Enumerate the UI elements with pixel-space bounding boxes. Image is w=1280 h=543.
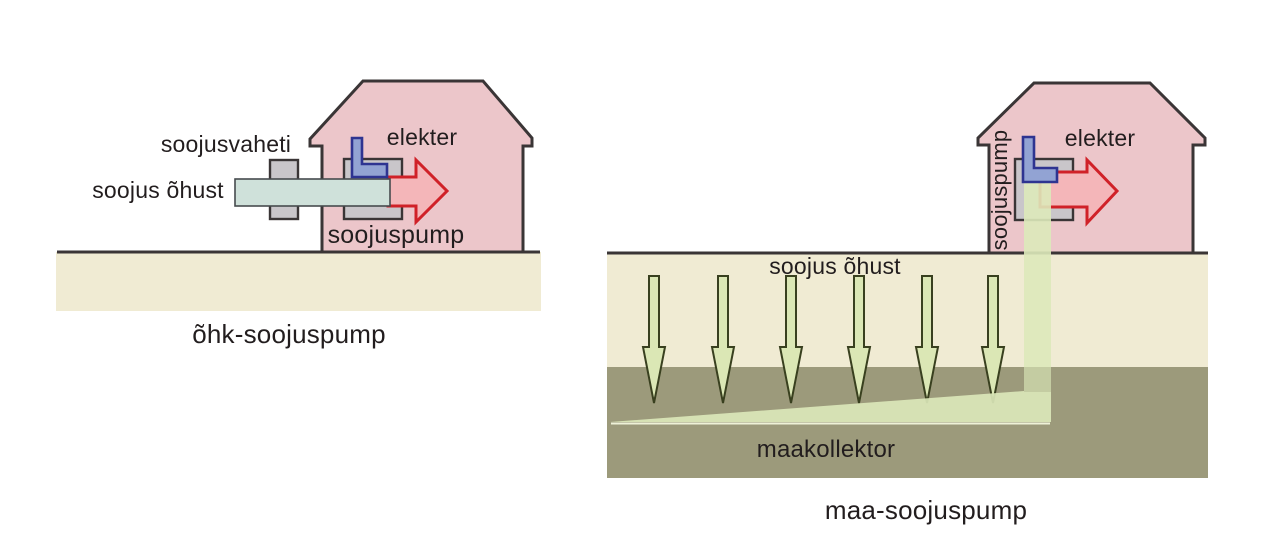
air-intake-duct (234, 178, 391, 207)
electricity-label: elekter (1065, 125, 1136, 151)
air-heat-pump-diagram: soojusvaheti soojus õhust elekter soojus… (56, 79, 541, 349)
electricity-pipe (350, 136, 389, 179)
electricity-label: elekter (387, 124, 458, 150)
heat-pump-label: soojuspump (328, 221, 465, 249)
ground-heat-arrow (914, 275, 940, 404)
ground-collector-pipe (610, 182, 1051, 422)
ground-heat-pump-diagram: elekter soojuspump soojus õhust maakolle… (607, 81, 1208, 525)
heat-exchanger-label: soojusvaheti (161, 131, 291, 157)
air-heat-pump-caption: õhk-soojuspump (192, 319, 386, 349)
ground-surface-layer (607, 253, 1208, 367)
heat-from-air-label: soojus õhust (92, 177, 224, 203)
heat-pump-vertical-label: soojuspump (987, 130, 1012, 251)
heat-from-ground-label: soojus õhust (769, 253, 901, 279)
ground-surface-layer (56, 252, 541, 311)
ground-collector-label: maakollektor (757, 436, 895, 463)
ground-heat-pump-caption: maa-soojuspump (825, 495, 1027, 525)
electricity-pipe (1021, 135, 1059, 184)
ground-heat-arrow (710, 275, 736, 404)
ground-heat-arrow (846, 275, 872, 404)
ground-heat-arrow (980, 275, 1006, 404)
ground-heat-arrow (778, 275, 804, 404)
ground-heat-arrow (641, 275, 667, 404)
heat-output-arrow (386, 156, 450, 226)
collector-pipe-shading (1024, 367, 1051, 392)
